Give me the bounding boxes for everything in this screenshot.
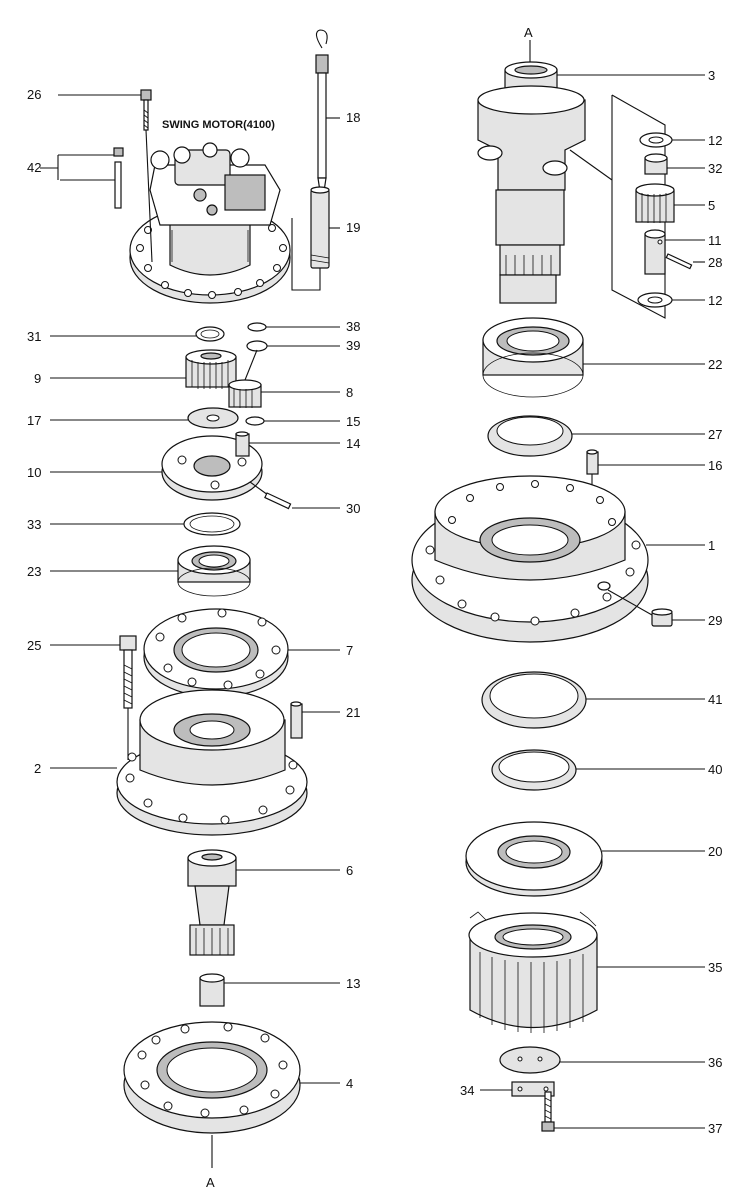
part-36-cover (499, 1046, 561, 1074)
callout-34: 34 (460, 1083, 474, 1098)
callout-35: 35 (708, 960, 722, 975)
callout-18: 18 (346, 110, 360, 125)
callout-8: 8 (346, 385, 353, 400)
part-19-pipe (291, 186, 340, 291)
callout-28: 28 (708, 255, 722, 270)
part-42-stud (40, 147, 124, 209)
part-30-spring-pin (264, 492, 292, 510)
callout-2: 2 (34, 761, 41, 776)
swing-motor-assembly (60, 142, 291, 304)
callout-25: 25 (27, 638, 41, 653)
callout-31: 31 (27, 329, 41, 344)
part-10-carrier (50, 435, 263, 501)
callout-27: 27 (708, 427, 722, 442)
callout-5: 5 (708, 198, 715, 213)
part-8-gear (228, 349, 340, 408)
callout-23: 23 (27, 564, 41, 579)
callout-17: 17 (27, 413, 41, 428)
part-18-dipstick (315, 29, 340, 206)
callout-21: 21 (346, 705, 360, 720)
part-2-housing (50, 689, 308, 836)
callout-7: 7 (346, 643, 353, 658)
callout-14: 14 (346, 436, 360, 451)
part-23-bearing (50, 545, 251, 597)
part-38-ring (247, 322, 267, 332)
callout-37: 37 (708, 1121, 722, 1136)
callout-42: 42 (27, 160, 41, 175)
callout-15: 15 (346, 414, 360, 429)
part-34-lock-plate (511, 1081, 555, 1097)
callout-30: 30 (346, 501, 360, 516)
part-9-gear (50, 349, 237, 389)
part-1-housing (411, 475, 705, 643)
callout-22: 22 (708, 357, 722, 372)
part-4-ring-gear (123, 1021, 340, 1168)
callout-38: 38 (346, 319, 360, 334)
callout-40: 40 (708, 762, 722, 777)
part-6-sun-gear (187, 849, 340, 956)
callout-36: 36 (708, 1055, 722, 1070)
part-39-ring (246, 340, 268, 352)
callout-12b: 12 (708, 293, 722, 308)
part-5-gear (635, 183, 705, 223)
callout-26: 26 (27, 87, 41, 102)
callout-labels: A A 26 42 18 19 31 38 39 9 8 17 15 14 10… (27, 25, 722, 1190)
callout-41: 41 (708, 692, 722, 707)
callout-6: 6 (346, 863, 353, 878)
callout-39: 39 (346, 338, 360, 353)
callout-4: 4 (346, 1076, 353, 1091)
callout-11: 11 (708, 233, 722, 248)
part-26-bolt (58, 89, 153, 263)
callout-10: 10 (27, 465, 41, 480)
parts-bracket (611, 94, 666, 319)
callout-3: 3 (708, 68, 715, 83)
part-25-bolt (50, 635, 137, 760)
part-28-pin (665, 253, 693, 270)
part-31-ring (195, 326, 225, 342)
callout-32: 32 (708, 161, 722, 176)
callout-13: 13 (346, 976, 360, 991)
callout-33: 33 (27, 517, 41, 532)
part-35-pinion (468, 911, 705, 1033)
callout-29: 29 (708, 613, 722, 628)
callout-20: 20 (708, 844, 722, 859)
part-3-shaft (477, 40, 705, 304)
part-11-pin (644, 233, 666, 275)
callout-1: 1 (708, 538, 715, 553)
part-7-ring-gear (143, 608, 340, 698)
callout-9: 9 (34, 371, 41, 386)
callout-16: 16 (708, 458, 722, 473)
part-16-pin (586, 451, 599, 475)
part-21-pin (290, 703, 303, 739)
part-15-ring (245, 416, 265, 426)
part-22-bearing (482, 317, 705, 398)
section-mark-a-top: A (524, 25, 533, 40)
section-mark-a-bottom: A (206, 1175, 215, 1190)
part-14-pin (235, 433, 250, 457)
part-20-plate (465, 821, 705, 897)
callout-12a: 12 (708, 133, 722, 148)
swing-motor-title: SWING MOTOR(4100) (162, 119, 275, 131)
callout-19: 19 (346, 220, 360, 235)
